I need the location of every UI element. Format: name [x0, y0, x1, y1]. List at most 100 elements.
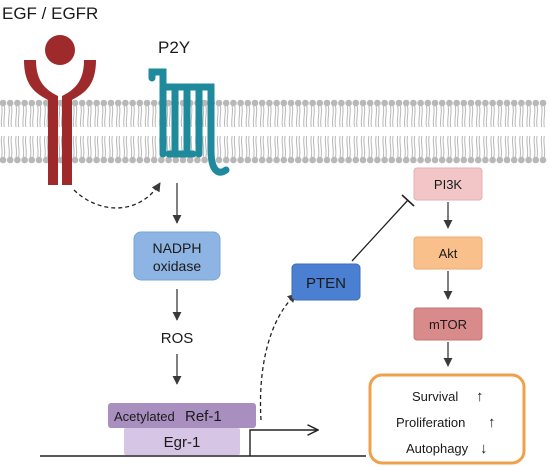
lipid-tail	[406, 135, 409, 158]
lipid-tail	[490, 135, 493, 158]
lipid-tail	[303, 105, 306, 128]
lipid-tail	[115, 135, 118, 158]
cell-membrane	[0, 99, 547, 164]
lipid-tail	[392, 105, 395, 128]
lipid-tail	[223, 105, 226, 128]
lipid-tail	[298, 135, 301, 158]
lipid-head	[42, 156, 50, 164]
lipid-head	[42, 99, 50, 107]
lipid-tail	[497, 105, 500, 128]
lipid-head	[244, 99, 252, 107]
mtor-label: mTOR	[429, 317, 467, 332]
lipid-head	[482, 156, 489, 164]
lipid-head	[114, 99, 122, 107]
lipid-tail	[399, 105, 402, 128]
lipid-tail	[447, 105, 450, 128]
lipid-tail	[449, 105, 452, 128]
lipid-tail	[233, 105, 236, 128]
lipid-tail	[291, 135, 294, 158]
egf-egfr-label: EGF / EGFR	[2, 4, 98, 23]
lipid-head	[388, 156, 396, 164]
lipid-tail	[377, 105, 380, 128]
lipid-head	[338, 99, 345, 107]
lipid-tail	[89, 105, 92, 128]
lipid-tail	[435, 105, 438, 128]
lipid-tail	[29, 135, 32, 158]
lipid-tail	[389, 135, 392, 158]
lipid-tail	[144, 135, 147, 158]
lipid-head	[395, 99, 403, 107]
lipid-tail	[420, 105, 423, 128]
lipid-tail	[492, 105, 495, 128]
pten-label: PTEN	[306, 275, 346, 292]
lipid-head	[338, 156, 345, 164]
lipid-tail	[125, 135, 128, 158]
lipid-tail	[115, 105, 118, 128]
lipid-tail	[7, 105, 10, 128]
lipid-head	[222, 99, 230, 107]
lipid-tail	[245, 135, 248, 158]
lipid-tail	[259, 135, 262, 158]
lipid-tail	[420, 135, 423, 158]
lipid-head	[251, 156, 259, 164]
lipid-tail	[94, 105, 97, 128]
lipid-tail	[259, 105, 262, 128]
lipid-head	[86, 156, 93, 164]
lipid-tail	[485, 105, 488, 128]
lipid-tail	[168, 105, 171, 128]
lipid-tail	[252, 105, 255, 128]
lipid-head	[258, 99, 266, 107]
lipid-tail	[238, 135, 241, 158]
lipid-tail	[295, 135, 298, 158]
lipid-tail	[370, 135, 373, 158]
lipid-head	[237, 99, 244, 107]
lipid-tail	[180, 105, 183, 128]
lipid-tail	[43, 105, 46, 128]
lipid-tail	[370, 105, 373, 128]
lipid-tail	[151, 135, 154, 158]
lipid-tail	[223, 135, 226, 158]
lipid-tail	[521, 105, 524, 128]
lipid-tail	[320, 135, 323, 158]
lipid-tail	[353, 105, 356, 128]
pten-inhibits-pi3k-line	[351, 199, 409, 262]
lipid-tail	[233, 135, 236, 158]
lipid-head	[345, 99, 352, 107]
lipid-tail	[202, 135, 205, 158]
lipid-tail	[147, 105, 150, 128]
lipid-tail	[425, 135, 428, 158]
lipid-tail	[461, 135, 464, 158]
lipid-tail	[504, 135, 507, 158]
lipid-head	[287, 156, 295, 164]
lipid-tail	[87, 135, 90, 158]
lipid-tail	[10, 105, 13, 128]
lipid-tail	[540, 105, 543, 128]
lipid-tail	[219, 105, 222, 128]
lipid-tail	[226, 135, 229, 158]
lipid-head	[6, 156, 14, 164]
akt-node: Akt	[413, 236, 483, 270]
lipid-head	[122, 156, 129, 164]
lipid-tail	[72, 105, 75, 128]
lipid-tail	[204, 105, 207, 128]
lipid-head	[431, 99, 439, 107]
lipid-head	[330, 156, 338, 164]
lipid-head	[438, 156, 446, 164]
lipid-tail	[483, 105, 486, 128]
lipid-head	[287, 99, 295, 107]
lipid-tail	[58, 105, 61, 128]
lipid-head	[21, 156, 28, 164]
lipid-tail	[348, 135, 351, 158]
lipid-head	[410, 99, 417, 107]
lipid-tail	[461, 105, 464, 128]
lipid-tail	[327, 135, 330, 158]
lipid-tail	[144, 105, 147, 128]
lipid-tail	[367, 105, 370, 128]
lipid-tail	[363, 105, 366, 128]
lipid-tail	[137, 105, 140, 128]
lipid-tail	[137, 135, 140, 158]
lipid-head	[431, 156, 439, 164]
lipid-tail	[295, 105, 298, 128]
lipid-head	[93, 99, 100, 107]
lipid-tail	[519, 105, 522, 128]
